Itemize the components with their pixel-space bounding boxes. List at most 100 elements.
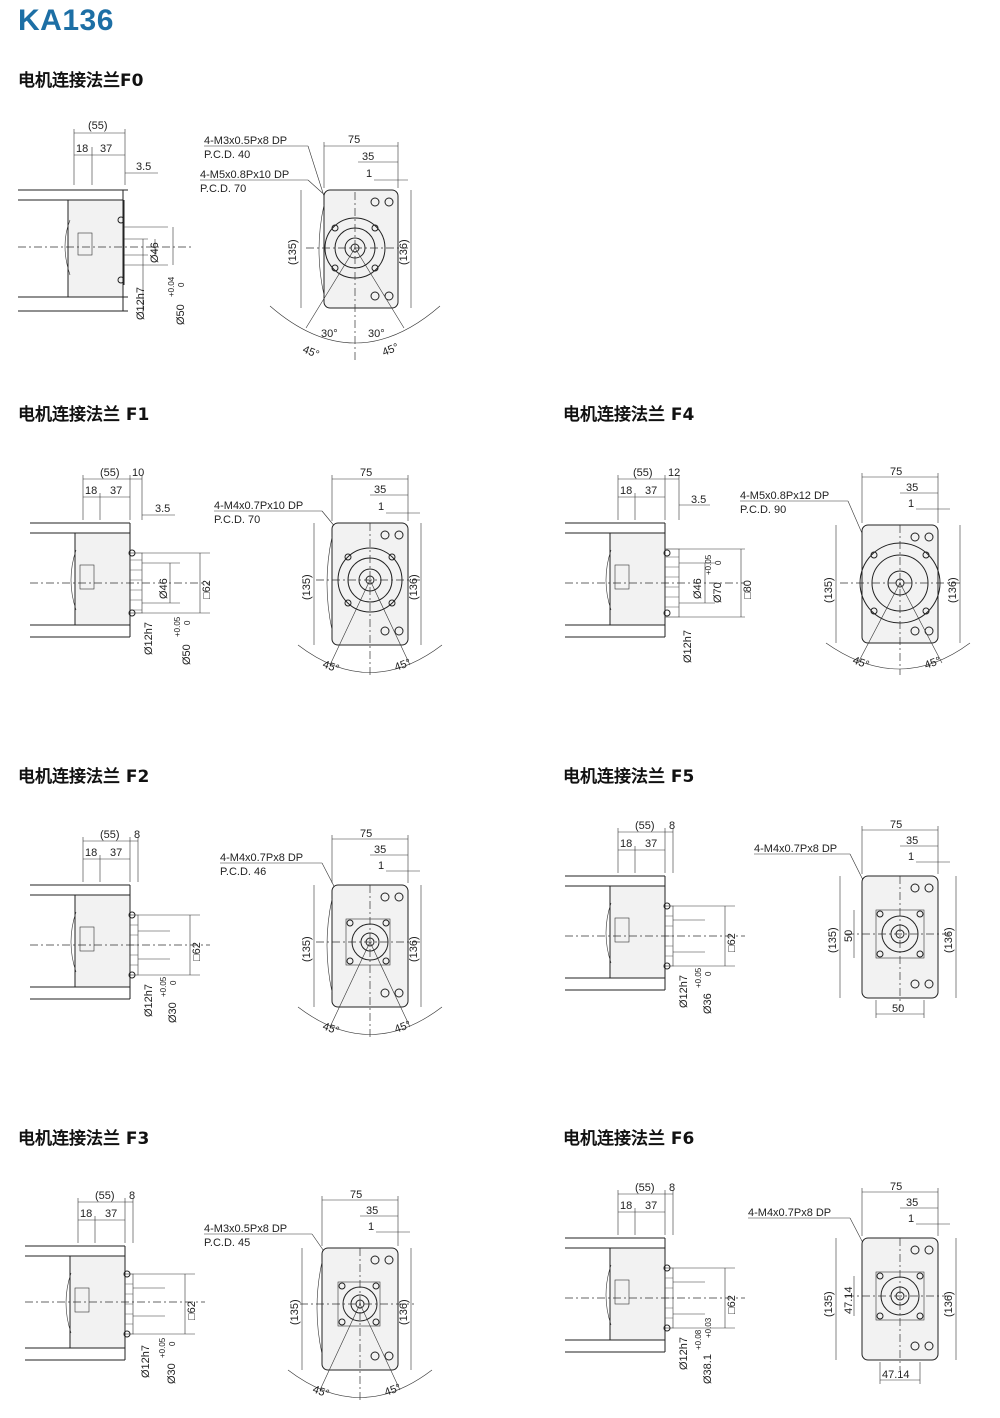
f3-dim-136: (136) bbox=[398, 1299, 410, 1325]
f4-tol-lower: 0 bbox=[714, 560, 723, 565]
f1-tol-upper: +0.05 bbox=[173, 616, 182, 637]
f6-dim-sq62: □62 bbox=[726, 1295, 738, 1314]
f1-dim-10: 10 bbox=[132, 467, 144, 479]
f2-side-view: (55) 8 18 37 □62 Ø12h7 Ø30 +0.05 0 bbox=[30, 829, 210, 1023]
f4-callout: 4-M5x0.8Px12 DP bbox=[740, 490, 829, 502]
f0-dim-1: 1 bbox=[366, 168, 372, 180]
f1-dim-18: 18 bbox=[85, 485, 97, 497]
f1-dim-37: 37 bbox=[110, 485, 122, 497]
f5-callout: 4-M4x0.7Px8 DP bbox=[754, 843, 837, 855]
f0-angle-45-left: 45° bbox=[301, 344, 321, 361]
f2-angle-45-left: 45° bbox=[321, 1021, 341, 1038]
f0-pcd-2: P.C.D. 70 bbox=[200, 183, 246, 195]
f3-tol-upper: +0.05 bbox=[158, 1337, 167, 1358]
f0-dim-35: 35 bbox=[362, 151, 374, 163]
f0-dim-d46: Ø46 bbox=[149, 242, 161, 263]
f3-angle-45-left: 45° bbox=[311, 1384, 331, 1401]
f5-tol-upper: +0.05 bbox=[694, 967, 703, 988]
f4-dim-d46: Ø46 bbox=[692, 578, 704, 599]
f3-dim-35: 35 bbox=[366, 1205, 378, 1217]
f0-dim-136: (136) bbox=[398, 239, 410, 265]
f6-callout: 4-M4x0.7Px8 DP bbox=[748, 1207, 831, 1219]
f3-dim-135: (135) bbox=[289, 1299, 301, 1325]
f6-dim-35: 35 bbox=[906, 1197, 918, 1209]
f3-tol-lower: 0 bbox=[168, 1341, 177, 1346]
f3-front-view: 4-M3x0.5Px8 DP P.C.D. 45 75 35 1 (135) (… bbox=[204, 1189, 433, 1402]
f6-side-view: (55) 8 18 37 □62 Ø12h7 Ø38.1 +0.08 +0.03 bbox=[565, 1182, 745, 1384]
f6-dim-47-14-horizontal: 47.14 bbox=[882, 1369, 910, 1381]
f4-dim-12: 12 bbox=[668, 467, 680, 479]
f5-dim-sq62: □62 bbox=[726, 933, 738, 952]
f1-angle-45-left: 45° bbox=[321, 659, 341, 676]
section-label-f0: 电机连接法兰F0 bbox=[18, 71, 144, 91]
f0-angle-30-left: 30° bbox=[321, 328, 338, 340]
f4-front-view: 4-M5x0.8Px12 DP P.C.D. 90 75 35 1 (135) … bbox=[740, 466, 971, 675]
f1-pcd: P.C.D. 70 bbox=[214, 514, 260, 526]
f4-dim-37: 37 bbox=[645, 485, 657, 497]
f4-dim-sq80: □80 bbox=[742, 580, 754, 599]
f2-dim-1: 1 bbox=[378, 860, 384, 872]
section-label-f6: 电机连接法兰 F6 bbox=[563, 1129, 695, 1149]
f0-dim-3-5: 3.5 bbox=[136, 161, 151, 173]
f5-dim-55: (55) bbox=[635, 820, 655, 832]
f1-dim-136: (136) bbox=[408, 574, 420, 600]
f2-pcd: P.C.D. 46 bbox=[220, 866, 266, 878]
f2-callout: 4-M4x0.7Px8 DP bbox=[220, 852, 303, 864]
f0-dim-37: 37 bbox=[100, 143, 112, 155]
f4-dim-135: (135) bbox=[823, 577, 835, 603]
f5-dim-37: 37 bbox=[645, 838, 657, 850]
f6-front-view: 4-M4x0.7Px8 DP 75 35 1 (135) (136) 47.14… bbox=[748, 1181, 957, 1384]
f3-dim-75: 75 bbox=[350, 1189, 362, 1201]
f3-side-view: (55) 8 18 37 □62 Ø12h7 Ø30 +0.05 0 bbox=[25, 1190, 205, 1384]
f3-dim-d12h7: Ø12h7 bbox=[140, 1345, 152, 1378]
f5-side-view: (55) 8 18 37 □62 Ø12h7 Ø36 +0.05 0 bbox=[565, 820, 745, 1014]
f3-callout: 4-M3x0.5Px8 DP bbox=[204, 1223, 287, 1235]
f2-dim-135: (135) bbox=[301, 936, 313, 962]
f6-dim-18: 18 bbox=[620, 1200, 632, 1212]
f4-dim-d70: Ø70 bbox=[712, 582, 724, 603]
f6-dim-d38-1: Ø38.1 bbox=[702, 1354, 714, 1384]
f2-tol-upper: +0.05 bbox=[159, 976, 168, 997]
f2-tol-lower: 0 bbox=[169, 980, 178, 985]
section-label-f5: 电机连接法兰 F5 bbox=[563, 767, 695, 787]
f2-dim-d30: Ø30 bbox=[167, 1002, 179, 1023]
page-title: KA136 bbox=[18, 4, 114, 37]
f1-angle-45-right: 45° bbox=[393, 657, 413, 674]
f6-dim-55: (55) bbox=[635, 1182, 655, 1194]
section-label-f4: 电机连接法兰 F4 bbox=[563, 405, 695, 425]
f0-tol-upper: +0.04 bbox=[167, 276, 176, 297]
f6-dim-135: (135) bbox=[823, 1291, 835, 1317]
f3-dim-55: (55) bbox=[95, 1190, 115, 1202]
section-label-f2: 电机连接法兰 F2 bbox=[18, 767, 150, 787]
f6-dim-37: 37 bbox=[645, 1200, 657, 1212]
f0-dim-18: 18 bbox=[76, 143, 88, 155]
f4-dim-35: 35 bbox=[906, 482, 918, 494]
f5-dim-d12h7: Ø12h7 bbox=[678, 975, 690, 1008]
f2-dim-8: 8 bbox=[134, 829, 140, 841]
f3-angle-45-right: 45° bbox=[383, 1382, 403, 1399]
f2-dim-35: 35 bbox=[374, 844, 386, 856]
f1-dim-d46: Ø46 bbox=[158, 578, 170, 599]
f4-angle-45-left: 45° bbox=[851, 655, 871, 672]
f5-dim-75: 75 bbox=[890, 819, 902, 831]
f6-dim-136: (136) bbox=[943, 1291, 955, 1317]
f2-dim-37: 37 bbox=[110, 847, 122, 859]
f2-front-view: 4-M4x0.7Px8 DP P.C.D. 46 75 35 1 (135) (… bbox=[220, 828, 443, 1039]
f1-dim-sq62: □62 bbox=[201, 580, 213, 599]
f1-dim-d50: Ø50 bbox=[181, 644, 193, 665]
f2-dim-sq62: □62 bbox=[191, 942, 203, 961]
f5-dim-35: 35 bbox=[906, 835, 918, 847]
f0-pcd-1: P.C.D. 40 bbox=[204, 149, 250, 161]
section-label-f1: 电机连接法兰 F1 bbox=[18, 405, 150, 425]
f0-tol-lower: 0 bbox=[177, 282, 186, 287]
f4-tol-upper: +0.05 bbox=[704, 554, 713, 575]
f0-callout-2: 4-M5x0.8Px10 DP bbox=[200, 169, 289, 181]
f1-tol-lower: 0 bbox=[183, 620, 192, 625]
f6-tol-lower: +0.03 bbox=[704, 1317, 713, 1338]
f1-dim-1: 1 bbox=[378, 501, 384, 513]
f4-dim-3-5: 3.5 bbox=[691, 494, 706, 506]
f1-dim-135: (135) bbox=[301, 574, 313, 600]
f0-dim-d12h7: Ø12h7 bbox=[135, 287, 147, 320]
f4-dim-1: 1 bbox=[908, 498, 914, 510]
f5-dim-135: (135) bbox=[827, 927, 839, 953]
